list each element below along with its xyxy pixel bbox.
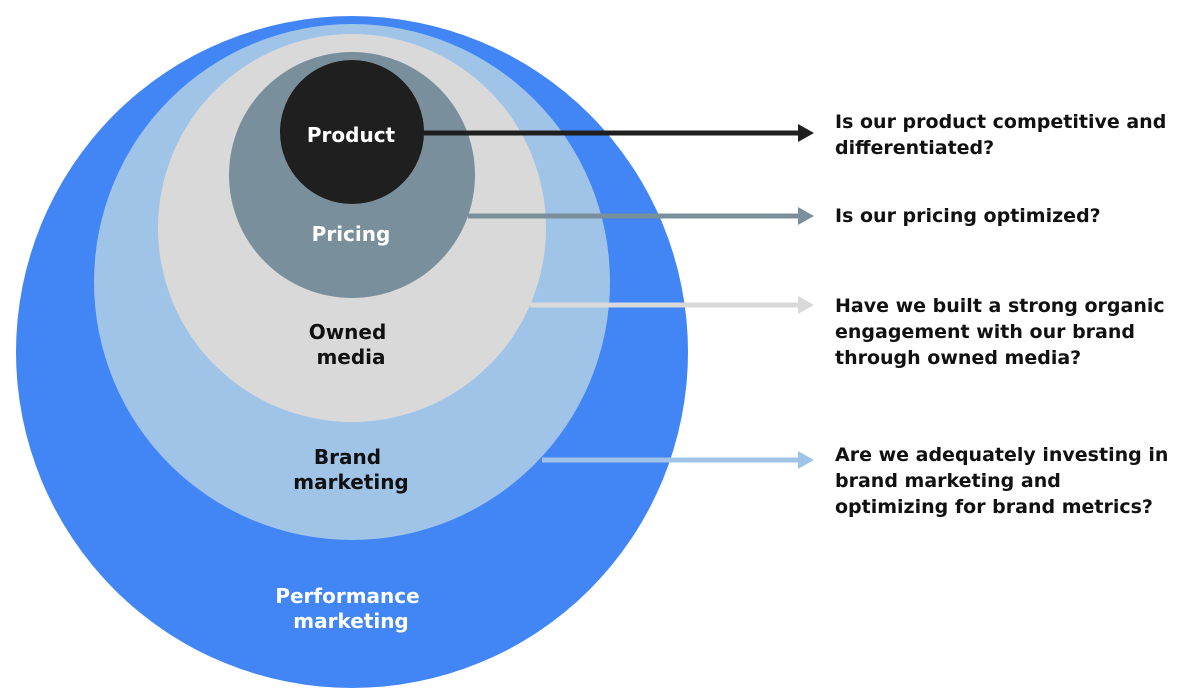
brand-marketing-label-line2: marketing xyxy=(293,470,409,494)
question-pricing: Is our pricing optimized? xyxy=(835,203,1195,229)
arrow-pricing xyxy=(468,207,814,225)
question-brand-marketing: Are we adequately investing in brand mar… xyxy=(835,442,1195,520)
owned-media-label-line1: Owned xyxy=(309,320,387,344)
brand-marketing-label: Brand marketing xyxy=(293,445,409,494)
question-owned-media-line1: Have we built a strong organic xyxy=(835,295,1165,317)
owned-media-label-line2: media xyxy=(316,345,385,369)
arrow-product xyxy=(422,124,814,142)
product-circle xyxy=(280,60,424,204)
question-brand-marketing-line1: Are we adequately investing in xyxy=(835,444,1169,466)
performance-marketing-label-line2: marketing xyxy=(293,609,409,633)
performance-marketing-label-line1: Performance xyxy=(275,584,419,608)
performance-marketing-label: Performance marketing xyxy=(275,584,426,633)
pricing-label: Pricing xyxy=(312,222,391,246)
question-owned-media-line3: through owned media? xyxy=(835,347,1082,369)
product-label: Product xyxy=(307,123,396,147)
question-product-line1: Is our product competitive and xyxy=(835,111,1167,133)
question-product-line2: differentiated? xyxy=(835,137,995,159)
question-brand-marketing-line2: brand marketing and xyxy=(835,470,1061,492)
question-pricing-line1: Is our pricing optimized? xyxy=(835,205,1101,227)
owned-media-label: Owned media xyxy=(309,320,394,369)
question-brand-marketing-line3: optimizing for brand metrics? xyxy=(835,496,1153,518)
brand-marketing-label-line1: Brand xyxy=(314,445,381,469)
question-product: Is our product competitive and different… xyxy=(835,109,1195,161)
question-owned-media: Have we built a strong organic engagemen… xyxy=(835,293,1195,371)
question-owned-media-line2: engagement with our brand xyxy=(835,321,1136,343)
arrow-brand-marketing xyxy=(542,451,814,469)
arrow-owned-media xyxy=(530,296,814,314)
